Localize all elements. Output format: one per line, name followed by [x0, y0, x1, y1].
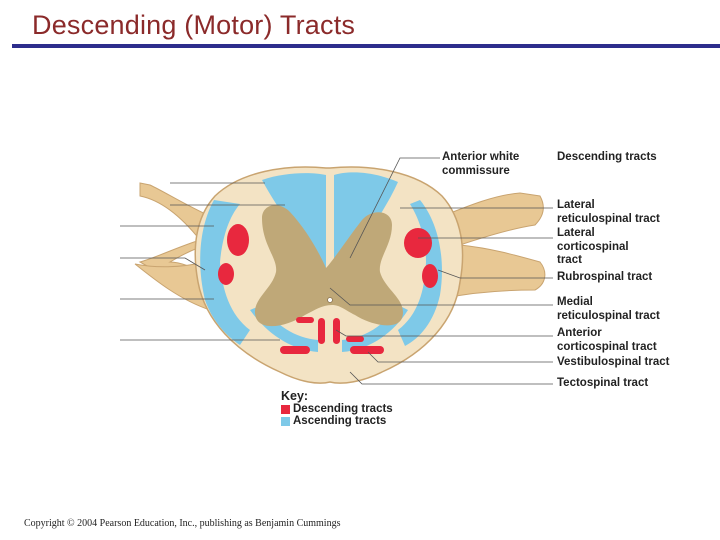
tract-rubrospinal-right [422, 264, 438, 288]
ascending-tract-right-lateral [398, 200, 442, 346]
tract-rubrospinal-left [218, 263, 234, 285]
key-row-ascending: Ascending tracts [281, 415, 386, 427]
label-lateral-corticospinal: Lateral corticospinal tract [557, 227, 629, 266]
left-nerve-root-lower [134, 261, 211, 311]
label-anterior-corticospinal: Anterior corticospinal tract [557, 327, 657, 353]
descending-swatch [281, 404, 290, 414]
left-leader-lines [120, 182, 285, 341]
ascending-tract-left-lateral [200, 200, 250, 345]
label-tectospinal: Tectospinal tract [557, 377, 649, 389]
tract-lateral-reticulospinal-left [227, 224, 249, 256]
label-anterior-white-commissure: Anterior white commissure [442, 151, 520, 177]
key-title: Key: [281, 389, 309, 403]
key-row-descending: Descending tracts [281, 403, 393, 415]
tract-tectospinal [346, 336, 364, 342]
tract-vestibulospinal-right [350, 346, 384, 354]
central-canal [327, 297, 333, 303]
tract-medial-reticulospinal [296, 317, 314, 323]
title-rule [12, 44, 720, 48]
ascending-swatch [281, 416, 290, 426]
gray-matter [254, 205, 403, 327]
right-leader-lines [329, 157, 553, 385]
label-vestibulospinal: Vestibulospinal tract [557, 356, 670, 368]
tract-anterior-corticospinal-left [318, 318, 325, 344]
label-rubrospinal: Rubrospinal tract [557, 271, 653, 283]
label-descending-tracts-heading: Descending tracts [557, 151, 657, 163]
tract-anterior-corticospinal-right [333, 318, 340, 344]
label-medial-reticulospinal: Medial reticulospinal tract [557, 296, 660, 322]
slide-title: Descending (Motor) Tracts [32, 10, 356, 40]
key-descending-label: Descending tracts [293, 403, 393, 415]
key-ascending-label: Ascending tracts [293, 415, 387, 427]
tract-lateral-corticospinal-right [404, 228, 432, 258]
copyright-notice: Copyright © 2004 Pearson Education, Inc.… [24, 518, 341, 529]
label-lateral-reticulospinal: Lateral reticulospinal tract [557, 199, 660, 225]
tract-vestibulospinal-left [280, 346, 310, 354]
